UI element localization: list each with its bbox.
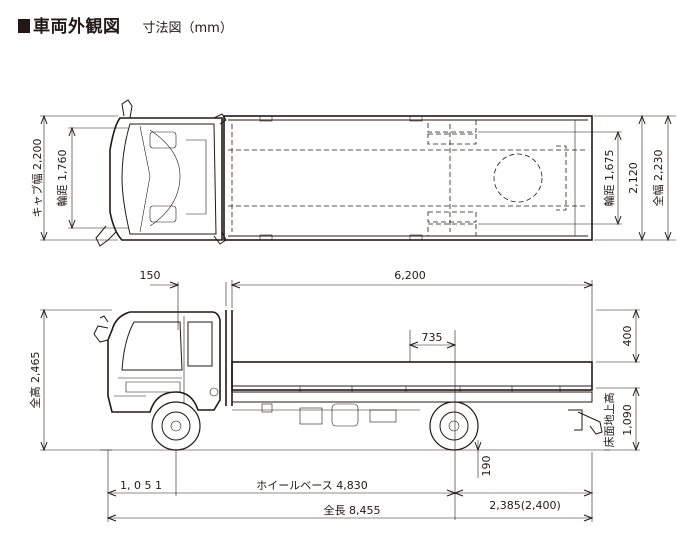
dim-735: 735: [422, 331, 443, 344]
rear-dim-label: 2,120: [627, 162, 640, 194]
top-view-dimensions: [40, 114, 676, 242]
rear-wheel-side: [429, 401, 479, 451]
cargo-bed-top: [223, 115, 593, 241]
overall-width-label: 全幅 2,230: [651, 150, 665, 207]
floor-height-label: 床面地上高: [602, 393, 616, 448]
overall-height-label: 全高 2,465: [28, 352, 42, 409]
overall-length-label: 全長 8,455: [324, 503, 381, 517]
diagram-heading: 車両外観図 寸法図（mm）: [18, 12, 233, 37]
rear-overhang-label: 2,385(2,400): [489, 499, 561, 512]
side-view-dimensions: [40, 280, 640, 522]
top-view: キャブ幅 2,200 輪距 1,760 輪距 1,675 2,120 全幅 2,…: [30, 99, 676, 247]
cab-width-label: キャブ幅 2,200: [30, 139, 44, 218]
cab-side: [93, 311, 221, 413]
front-wheel-side: [151, 401, 201, 451]
diagram-title: 車両外観図: [33, 17, 121, 37]
front-overhang-label: 1, 0 5 1: [120, 479, 162, 492]
side-view: 150 6,200 735 400 全高 2,465 床面地上高 1,090 1…: [28, 269, 640, 522]
wheelbase-label: ホイールベース 4,830: [256, 479, 367, 492]
cargo-body-side: [225, 310, 603, 435]
square-bullet-icon: [18, 19, 30, 33]
ground-clearance: 190: [480, 456, 493, 477]
cab-top: [95, 99, 227, 247]
dim-150: 150: [140, 269, 161, 282]
rear-tread-label: 輪距 1,675: [602, 150, 616, 207]
front-tread-label: 輪距 1,760: [55, 150, 69, 207]
dim-6200: 6,200: [394, 269, 426, 282]
floor-height-value: 1,090: [621, 404, 634, 436]
diagram-subtitle: 寸法図（mm）: [142, 21, 233, 36]
dim-400: 400: [621, 326, 634, 347]
